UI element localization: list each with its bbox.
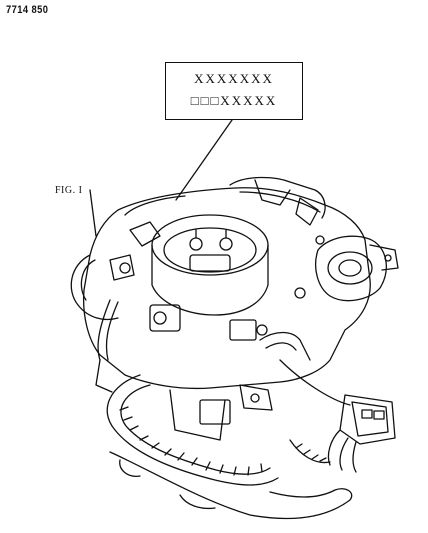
label-leader-line — [175, 119, 233, 201]
gasket-outline — [109, 451, 353, 520]
harness-connector — [327, 394, 396, 473]
air-horn — [151, 214, 269, 316]
label-callout-box: XXXXXXX □□□XXXXX — [165, 62, 303, 120]
throttle-linkage — [229, 176, 326, 226]
part-number: 7714 850 — [6, 4, 49, 16]
figure-label: FIG. I — [55, 185, 83, 196]
carburetor-body — [82, 187, 371, 390]
choke-housing — [315, 235, 399, 302]
fittings — [119, 235, 325, 341]
label-code-line-2: □□□XXXXX — [190, 93, 278, 108]
label-code-line-1: XXXXXXX — [194, 71, 274, 86]
vacuum-hoses — [70, 254, 311, 361]
fig-leader-line — [89, 189, 97, 237]
wiring-harness — [106, 359, 351, 486]
lower-body — [95, 359, 273, 441]
